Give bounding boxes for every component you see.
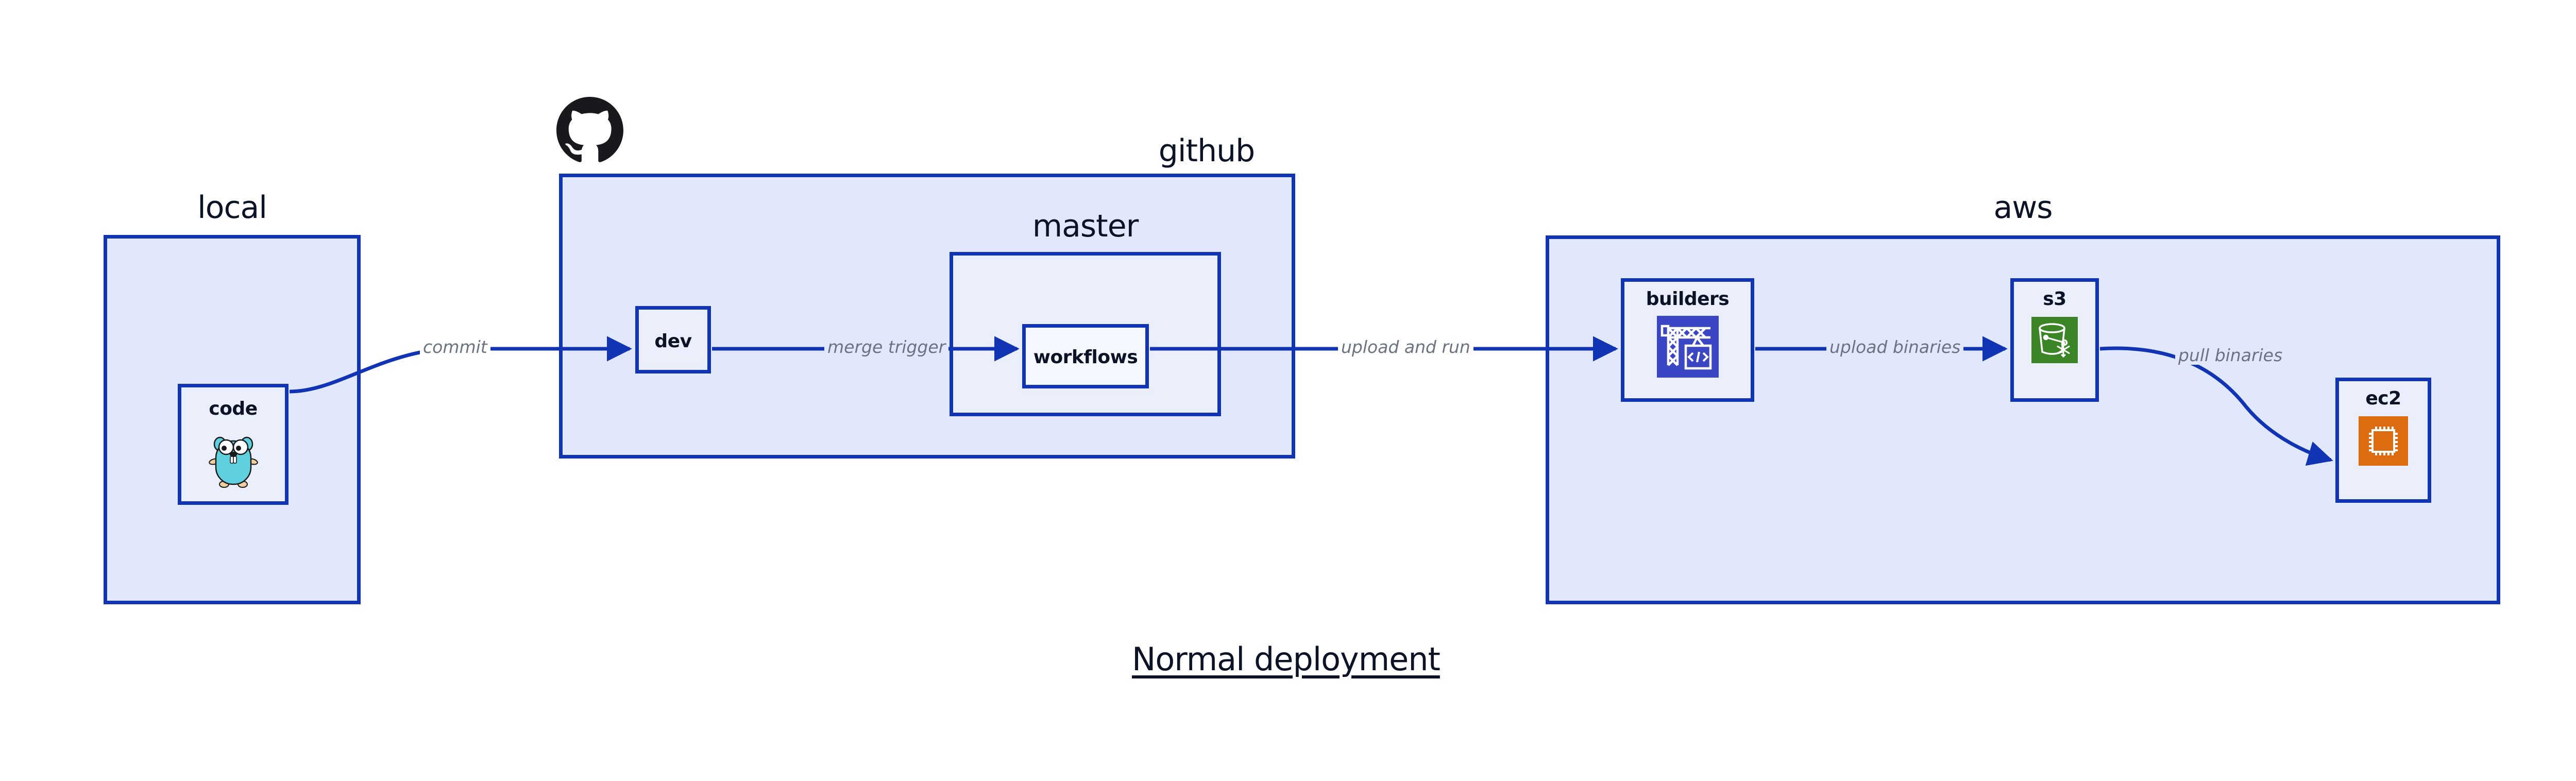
node-ec2[interactable]: ec2 [2335, 378, 2431, 503]
go-gopher-icon [208, 428, 258, 490]
node-ec2-label: ec2 [2365, 388, 2401, 409]
group-label-aws: aws [1993, 190, 2053, 226]
edge-label-merge-trigger: merge trigger [824, 337, 949, 357]
node-builders[interactable]: builders [1621, 278, 1754, 402]
node-code-label: code [209, 398, 258, 419]
node-s3-label: s3 [2043, 288, 2066, 310]
s3-bucket-icon [2031, 317, 2078, 365]
edge-label-upload-and-run: upload and run [1338, 337, 1473, 357]
edge-label-commit: commit [420, 337, 490, 357]
github-octocat-icon [556, 97, 623, 166]
group-label-master: master [1032, 208, 1139, 244]
group-label-local: local [197, 190, 267, 226]
diagram-caption: Normal deployment [1132, 640, 1440, 678]
node-dev[interactable]: dev [635, 306, 711, 373]
crane-code-icon [1656, 316, 1719, 380]
node-workflows-label: workflows [1033, 347, 1138, 368]
node-workflows[interactable]: workflows [1022, 324, 1149, 388]
node-s3[interactable]: s3 [2010, 278, 2099, 402]
node-code[interactable]: code [178, 384, 289, 505]
group-label-github: github [1158, 133, 1255, 169]
node-builders-label: builders [1646, 288, 1730, 310]
edge-label-upload-binaries: upload binaries [1826, 337, 1964, 357]
cpu-chip-icon [2359, 416, 2408, 468]
edge-label-pull-binaries: pull binaries [2175, 346, 2286, 365]
node-dev-label: dev [654, 331, 692, 352]
